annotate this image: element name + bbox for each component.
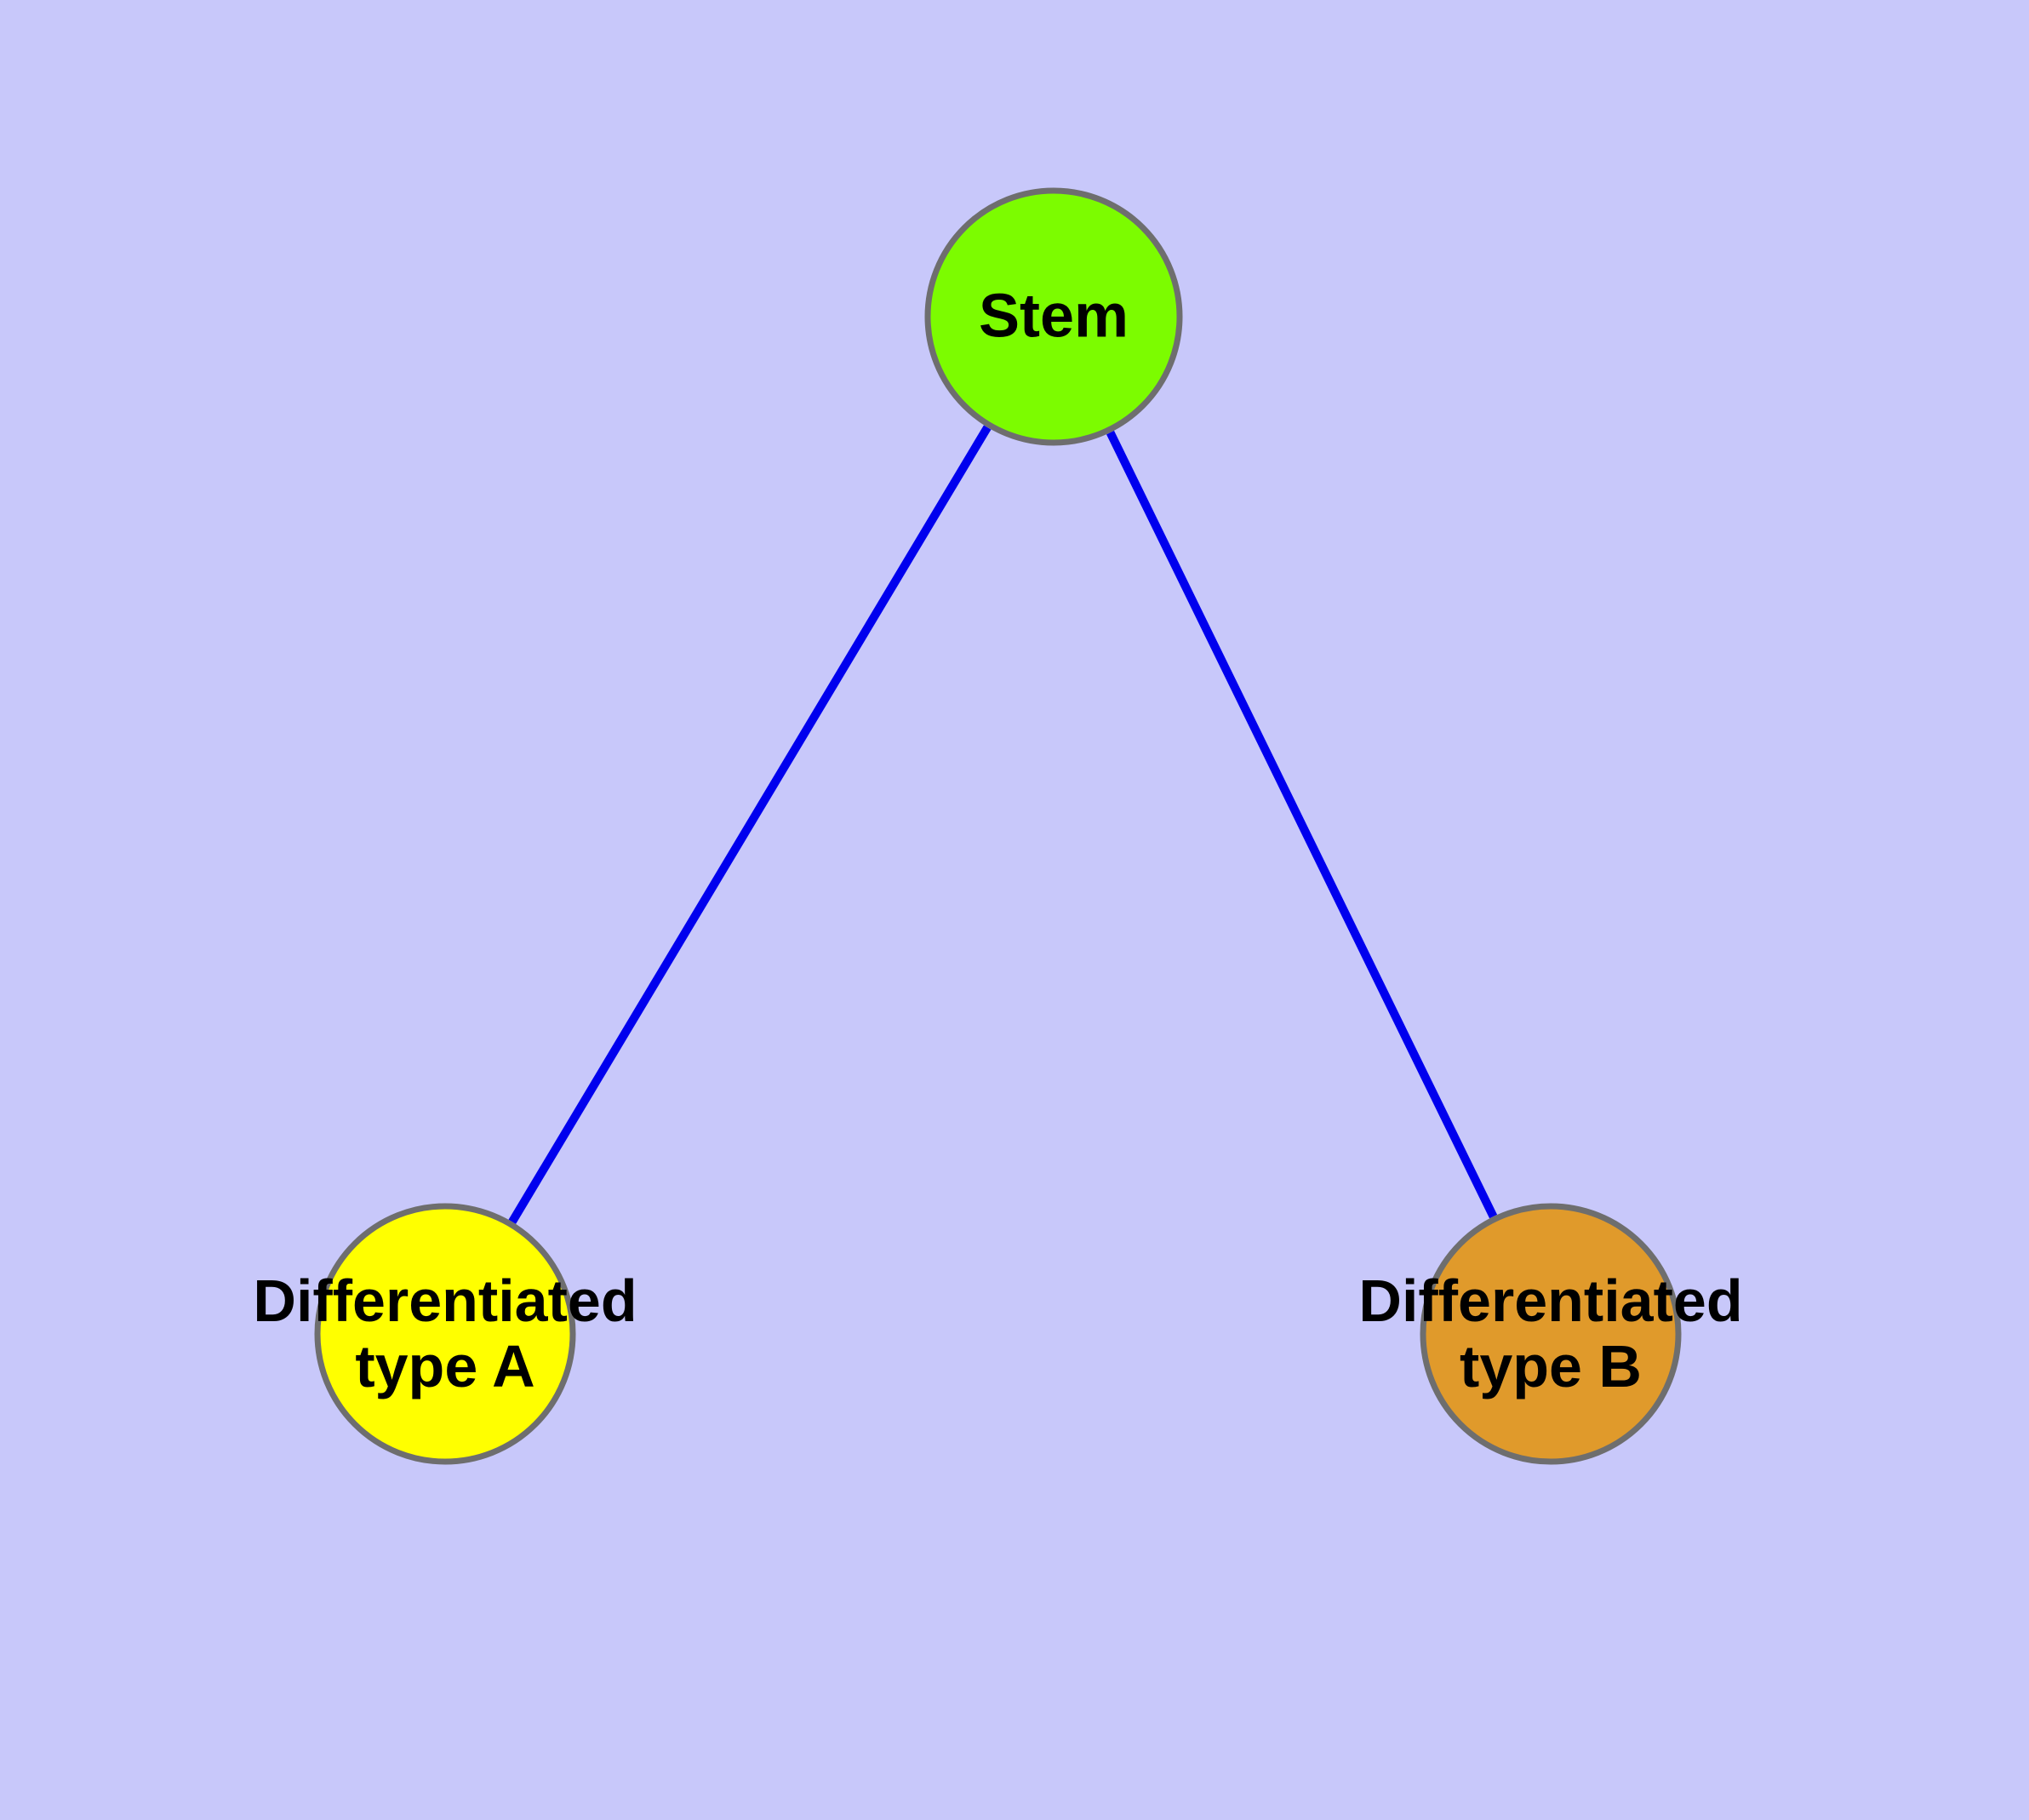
graph-node-diff_b[interactable] (1420, 1203, 1682, 1465)
graph-node-diff_a[interactable] (314, 1203, 576, 1465)
graph-edge[interactable] (1106, 430, 1498, 1219)
edge-layer (508, 425, 1498, 1224)
graph-edge[interactable] (508, 425, 992, 1224)
node-layer (314, 187, 1682, 1465)
graph-node-stem[interactable] (924, 187, 1183, 446)
